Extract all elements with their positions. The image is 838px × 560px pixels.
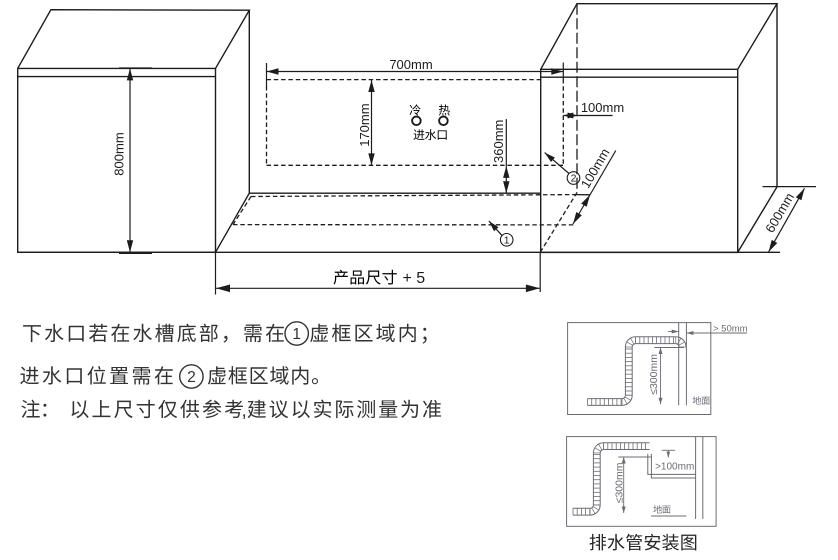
svg-text:>100mm: >100mm bbox=[655, 462, 694, 473]
svg-text:360mm: 360mm bbox=[491, 120, 506, 163]
svg-text:2: 2 bbox=[571, 173, 577, 185]
svg-text:700mm: 700mm bbox=[389, 57, 432, 72]
svg-text:≤300mm: ≤300mm bbox=[648, 354, 660, 395]
svg-text:,: , bbox=[242, 401, 247, 422]
svg-text:> 50mm: > 50mm bbox=[713, 324, 748, 335]
svg-text:+ 5: + 5 bbox=[403, 270, 426, 287]
svg-text:800mm: 800mm bbox=[111, 132, 126, 175]
svg-text:≤300mm: ≤300mm bbox=[613, 462, 625, 503]
svg-text:2: 2 bbox=[187, 369, 196, 386]
svg-text:170mm: 170mm bbox=[357, 103, 372, 146]
svg-text:1: 1 bbox=[504, 235, 510, 247]
svg-text:1: 1 bbox=[292, 326, 301, 343]
svg-text:100mm: 100mm bbox=[581, 100, 624, 115]
